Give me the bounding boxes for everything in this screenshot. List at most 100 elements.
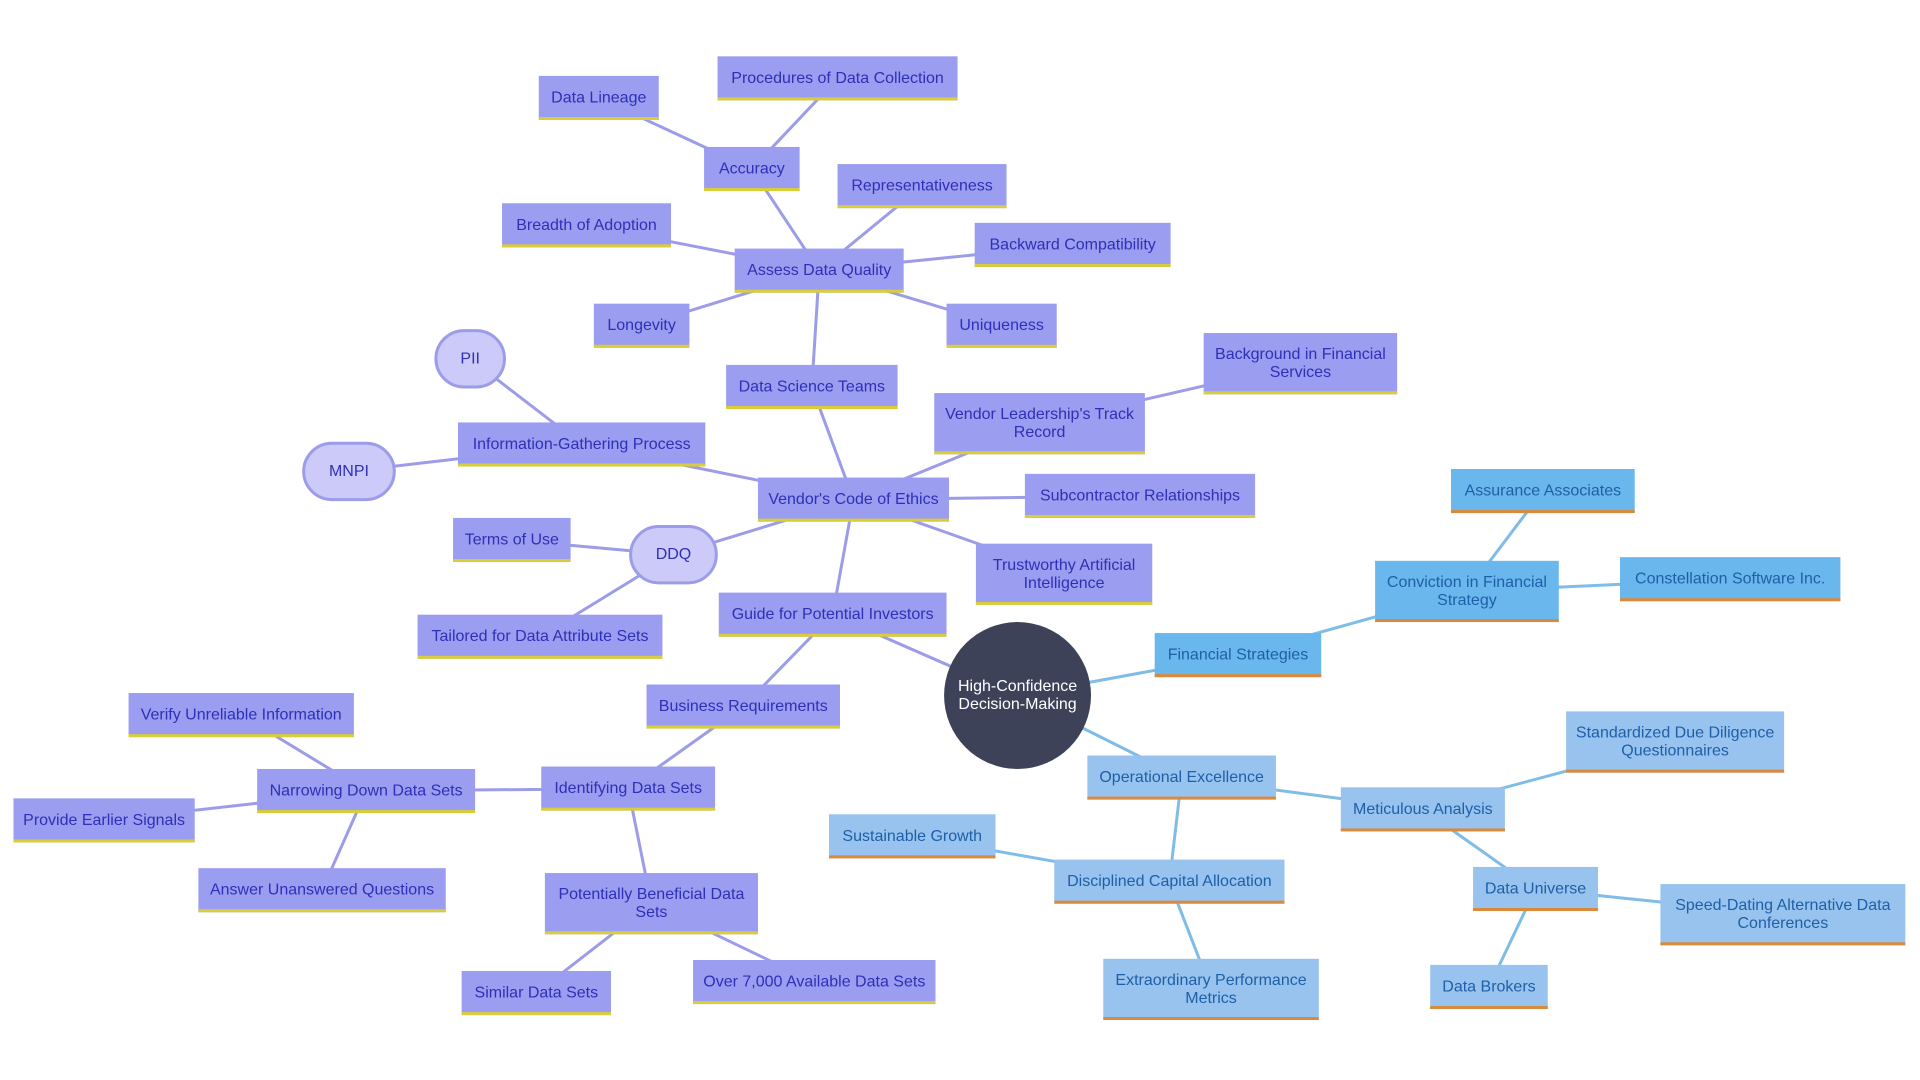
node-similar[interactable]: Similar Data Sets [461,971,612,1016]
node-label: Business Requirements [659,698,828,715]
node-underline [461,1012,612,1016]
node-label: Terms of Use [465,532,559,549]
node-disciplined[interactable]: Disciplined Capital Allocation [1054,859,1285,904]
node-label: High-Confidence [958,678,1077,695]
node-identifying[interactable]: Identifying Data Sets [541,766,716,811]
node-label: Trustworthy Artificial [993,557,1136,574]
node-box-shape [13,798,195,843]
node-subcontractor[interactable]: Subcontractor Relationships [1024,473,1256,518]
node-underline [198,909,446,913]
node-brokers[interactable]: Data Brokers [1430,964,1548,1009]
node-sustainable[interactable]: Sustainable Growth [828,814,996,859]
node-tailored[interactable]: Tailored for Data Attribute Sets [417,614,663,659]
node-label: Guide for Potential Investors [732,606,934,623]
node-pii[interactable]: PII [434,329,506,389]
node-answer[interactable]: Answer Unanswered Questions [198,868,446,913]
node-longevity[interactable]: Longevity [593,303,690,348]
node-underline [1375,619,1559,623]
node-box-shape [718,592,947,637]
node-underline [1340,828,1505,832]
node-business[interactable]: Business Requirements [646,684,840,729]
node-label: Data Lineage [551,89,646,106]
node-underline [757,518,949,522]
node-label: Meticulous Analysis [1353,801,1493,818]
node-ddq[interactable]: DDQ [629,525,718,585]
node-box-shape [1087,755,1276,800]
node-label: Uniqueness [959,317,1044,334]
node-underline [704,188,800,192]
node-accuracy[interactable]: Accuracy [704,146,800,192]
node-verify[interactable]: Verify Unreliable Information [128,693,354,738]
node-label: Identifying Data Sets [554,780,702,797]
node-underline [726,405,898,409]
node-finstrat[interactable]: Financial Strategies [1154,633,1322,678]
node-label: Services [1270,364,1331,381]
node-box-shape [837,164,1007,209]
node-representativeness[interactable]: Representativeness [837,164,1007,209]
node-opex[interactable]: Operational Excellence [1087,755,1276,800]
node-procedures[interactable]: Procedures of Data Collection [717,56,958,101]
node-label: Data Science Teams [739,378,885,395]
node-label: Disciplined Capital Allocation [1067,873,1272,890]
node-label: Assess Data Quality [747,262,891,279]
node-guide[interactable]: Guide for Potential Investors [718,592,947,637]
node-underline [974,263,1171,267]
node-box-shape [457,422,706,467]
nodes-layer: Guide for Potential Investors Vendor's Co… [13,56,1906,1020]
node-label: Sustainable Growth [842,828,982,845]
node-breadth[interactable]: Breadth of Adoption [502,203,672,248]
node-box-shape [538,75,659,120]
node-label: Strategy [1437,592,1497,609]
node-narrowing[interactable]: Narrowing Down Data Sets [257,768,476,814]
node-constellation[interactable]: Constellation Software Inc. [1620,557,1841,602]
node-signals[interactable]: Provide Earlier Signals [13,798,195,843]
node-lineage[interactable]: Data Lineage [538,75,659,120]
node-pill-shape [302,441,396,502]
node-underline [457,463,706,467]
node-box-shape [1430,964,1548,1009]
node-label: Answer Unanswered Questions [210,882,434,899]
node-ethics[interactable]: Vendor's Code of Ethics [757,477,949,522]
node-label: Questionnaires [1621,743,1729,760]
node-underline [1203,391,1398,395]
node-assurance[interactable]: Assurance Associates [1451,468,1635,514]
node-box-shape [1340,787,1505,832]
node-underline [1660,942,1906,946]
node-adq[interactable]: Assess Data Quality [734,248,904,293]
node-igp[interactable]: Information-Gathering Process [457,422,706,467]
node-box-shape [828,814,996,859]
node-over7000[interactable]: Over 7,000 Available Data Sets [693,960,936,1005]
node-label: Decision-Making [958,696,1076,713]
node-label: Metrics [1185,990,1237,1007]
node-dst[interactable]: Data Science Teams [726,364,898,409]
node-underline [1566,769,1785,773]
node-underline [128,734,354,738]
node-uniqueness[interactable]: Uniqueness [946,303,1057,348]
node-label: Intelligence [1024,575,1105,592]
node-terms[interactable]: Terms of Use [453,517,571,563]
node-label: Subcontractor Relationships [1040,487,1240,504]
node-underline [693,1001,936,1005]
node-underline [1087,796,1276,800]
node-universe[interactable]: Data Universe [1473,866,1598,912]
node-underline [1103,1017,1319,1020]
node-label: Information-Gathering Process [473,436,691,453]
node-backward[interactable]: Backward Compatibility [974,222,1171,267]
node-underline [934,451,1145,455]
node-box-shape [1566,711,1785,773]
node-box-shape [502,203,672,248]
node-meticulous[interactable]: Meticulous Analysis [1340,787,1505,832]
node-mnpi[interactable]: MNPI [302,441,396,502]
node-label: Backward Compatibility [990,236,1156,253]
node-underline [544,931,758,935]
